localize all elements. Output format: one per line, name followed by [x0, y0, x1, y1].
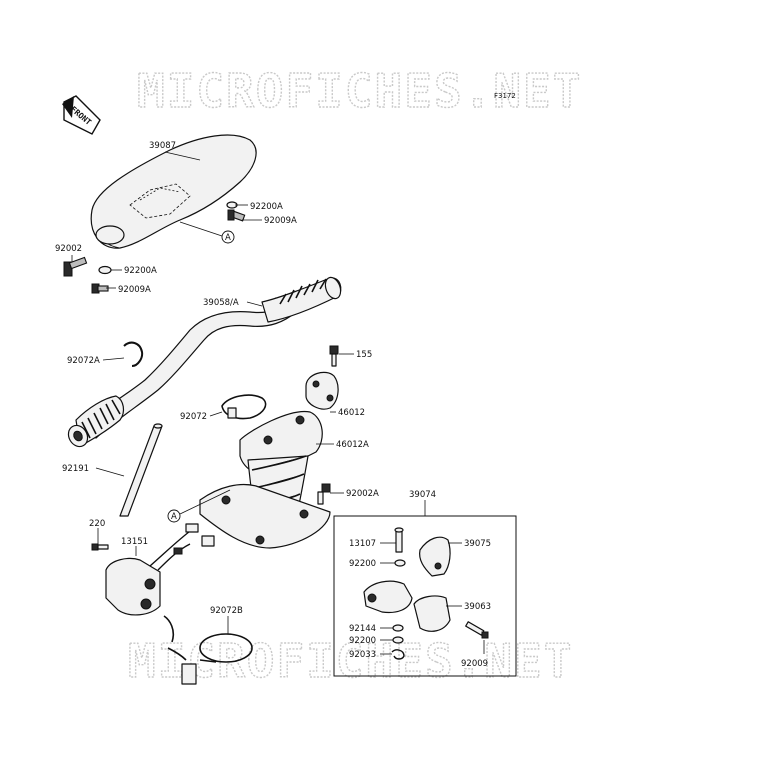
lever-39075-part	[419, 536, 451, 577]
label-pin-13107: 13107	[349, 539, 376, 549]
label-clamp-92072a: 92072A	[67, 356, 100, 366]
bracket-39063-part	[413, 595, 451, 632]
bolt-92002-part	[63, 256, 88, 277]
label-washer-92200a-upper: 92200A	[250, 202, 283, 212]
label-bolt-92002: 92002	[55, 244, 82, 254]
bolt-155-part	[329, 345, 339, 367]
label-ring-92033: 92033	[349, 650, 376, 660]
label-tube-92191: 92191	[62, 464, 89, 474]
switch-13151-part	[105, 523, 215, 616]
holder-46012a-part	[199, 410, 331, 549]
label-lever-39075: 39075	[464, 539, 491, 549]
washer-92200a-lower-part	[98, 265, 112, 275]
bolt-92002a-part	[317, 483, 331, 505]
label-screw-220: 220	[89, 519, 105, 529]
pin-13107-part	[394, 527, 404, 553]
label-bushing-92144: 92144	[349, 624, 376, 634]
bushing-92144-part	[392, 624, 404, 632]
label-screw-92009a-upper: 92009A	[264, 216, 297, 226]
label-bolt-92002a: 92002A	[346, 489, 379, 499]
clamp-92072b-part	[163, 615, 253, 685]
handlebar-part	[67, 276, 342, 448]
label-handlebar: 39058/A	[203, 298, 239, 308]
callout-a-upper	[221, 230, 235, 244]
screw-92009a-lower-part	[91, 283, 109, 294]
label-washer-92200-b: 92200	[349, 636, 376, 646]
holder-46012-part	[305, 371, 339, 410]
label-grip-cover: 39087	[149, 141, 176, 151]
grip-cover-part	[90, 134, 257, 249]
callout-a-lower-label: A	[171, 512, 177, 522]
callout-a-lower	[167, 509, 181, 523]
callout-a-upper-label: A	[225, 233, 231, 243]
label-holder-46012: 46012	[338, 408, 365, 418]
tube-92191-part	[119, 423, 163, 517]
label-bolt-155: 155	[356, 350, 372, 360]
label-switch-13151: 13151	[121, 537, 148, 547]
watermark-top: MICROFICHES.NET	[137, 64, 582, 118]
lever-assy-body-part	[363, 580, 413, 614]
screw-92009a-upper-part	[227, 209, 246, 222]
label-washer-92200: 92200	[349, 559, 376, 569]
bolt-92009-part	[465, 621, 489, 639]
clamp-92072a-part	[123, 341, 144, 367]
label-clamp-92072: 92072	[180, 412, 207, 422]
label-lever-assy-39074: 39074	[409, 490, 436, 500]
label-bolt-92009: 92009	[461, 659, 488, 669]
label-washer-92200a-lower: 92200A	[124, 266, 157, 276]
screw-220-part	[91, 543, 109, 551]
front-arrow-icon: FRONT	[62, 95, 101, 135]
washer-92200-b-part	[392, 636, 404, 644]
clamp-92072-part	[221, 394, 267, 420]
ring-92033-part	[391, 649, 405, 660]
washer-92200-part	[394, 559, 406, 567]
figure-code: F3172	[494, 92, 516, 100]
label-screw-92009a-lower: 92009A	[118, 285, 151, 295]
label-bracket-39063: 39063	[464, 602, 491, 612]
label-clamp-92072b: 92072B	[210, 606, 243, 616]
label-holder-46012a: 46012A	[336, 440, 369, 450]
